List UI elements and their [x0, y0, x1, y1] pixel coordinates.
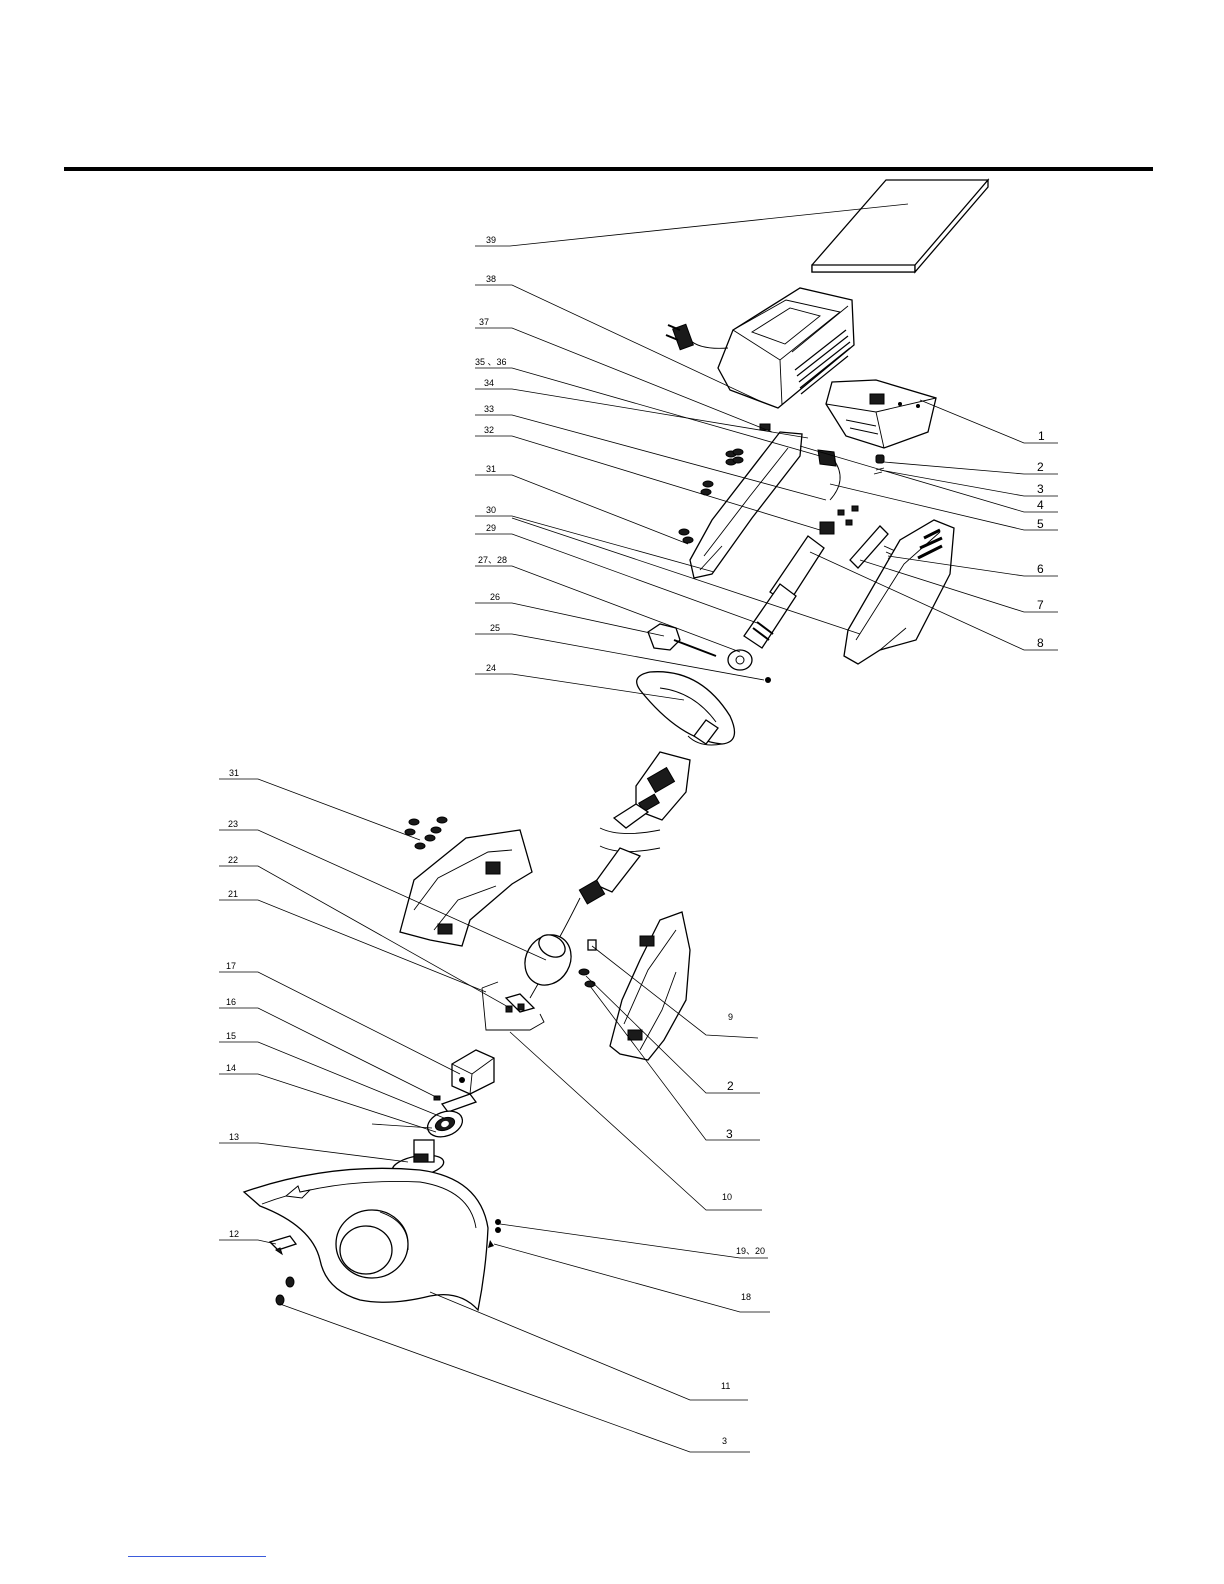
label-16: 16 — [226, 997, 236, 1007]
label-3: 3 — [1037, 482, 1044, 496]
label-8: 8 — [1037, 636, 1044, 650]
part-guard-screws — [276, 1277, 294, 1305]
label-38: 38 — [486, 274, 496, 284]
label-39: 39 — [486, 235, 496, 245]
label-37: 37 — [479, 317, 489, 327]
label-6: 6 — [1037, 562, 1044, 576]
label-27-28: 27、28 — [478, 555, 507, 565]
label-31b: 31 — [229, 768, 239, 778]
label-12: 12 — [229, 1229, 239, 1239]
part-spool — [424, 1107, 466, 1142]
part-charger — [666, 288, 854, 408]
label-1: 1 — [1038, 429, 1045, 443]
part-small-screws-top — [874, 455, 884, 474]
label-19-20: 19、20 — [736, 1246, 765, 1256]
label-3b: 3 — [726, 1127, 733, 1141]
part-battery — [826, 380, 936, 448]
label-2: 2 — [1037, 460, 1044, 474]
label-17: 17 — [226, 961, 236, 971]
label-15: 15 — [226, 1031, 236, 1041]
part-guard-fasteners — [488, 1219, 501, 1248]
label-13: 13 — [229, 1132, 239, 1142]
label-14: 14 — [226, 1063, 236, 1073]
label-2b: 2 — [727, 1079, 734, 1093]
label-23: 23 — [228, 819, 238, 829]
part-lower-housing-left — [400, 817, 532, 946]
label-4: 4 — [1037, 498, 1044, 512]
part-line-clip — [270, 1236, 296, 1254]
part-upper-handle-right — [844, 520, 954, 664]
label-3c: 3 — [722, 1436, 727, 1446]
label-7: 7 — [1037, 598, 1044, 612]
label-26: 26 — [490, 592, 500, 602]
label-24: 24 — [486, 663, 496, 673]
label-22: 22 — [228, 855, 238, 865]
label-10: 10 — [722, 1192, 732, 1202]
part-line-cutter — [434, 1094, 476, 1112]
label-32: 32 — [484, 425, 494, 435]
label-30: 30 — [486, 505, 496, 515]
label-21: 21 — [228, 889, 238, 899]
label-31: 31 — [486, 464, 496, 474]
label-9: 9 — [728, 1012, 733, 1022]
part-shaft-lower — [558, 720, 718, 940]
label-33: 33 — [484, 404, 494, 414]
part-aux-handle — [637, 672, 735, 745]
part-motor — [516, 926, 580, 998]
footer-link-underline[interactable] — [128, 1556, 266, 1557]
part-lower-housing-right — [579, 912, 690, 1060]
label-34: 34 — [484, 378, 494, 388]
header-rule — [64, 167, 1153, 171]
label-18: 18 — [741, 1292, 751, 1302]
label-5: 5 — [1037, 517, 1044, 531]
label-29: 29 — [486, 523, 496, 533]
part-spool-hub — [452, 1050, 494, 1094]
label-11: 11 — [721, 1381, 730, 1391]
label-25: 25 — [490, 623, 500, 633]
part-manual — [812, 180, 988, 272]
label-35-36: 35 、36 — [475, 357, 507, 367]
